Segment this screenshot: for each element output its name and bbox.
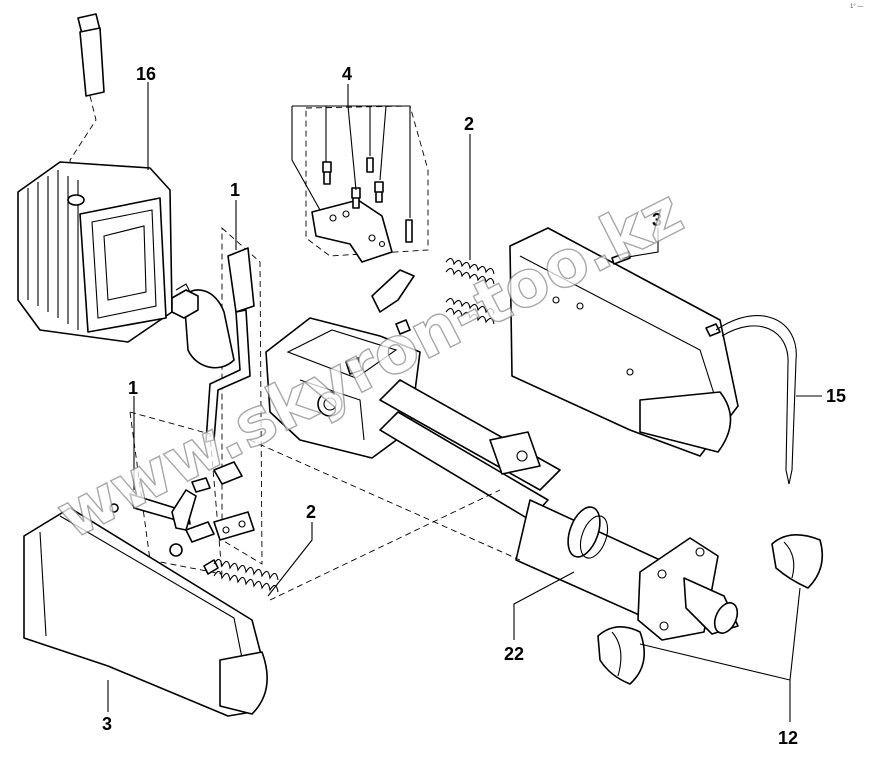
callout-labels: 16 4 2 3 1 1 15 2 22 3 12 1° — (102, 4, 863, 748)
detent-plate-part (305, 105, 429, 335)
cover-upper-right-part (509, 227, 739, 457)
callout-1-lever: 1 (230, 180, 240, 200)
spring-upper-part (445, 257, 495, 325)
rubber-boot-part (17, 13, 173, 343)
callout-2-upper: 2 (464, 114, 474, 134)
callout-2-lower: 2 (306, 502, 316, 522)
gearbox-housing-part (171, 289, 739, 641)
linkage-plate-part (109, 411, 255, 575)
callout-4: 4 (342, 64, 352, 84)
callout-3-lower: 3 (102, 714, 112, 734)
callout-3-upper: 3 (652, 210, 662, 230)
leader-lines (107, 82, 822, 722)
callout-1-linkage: 1 (128, 378, 138, 398)
cover-lower-left-part (23, 507, 268, 717)
spring-lower-part (203, 558, 279, 593)
corner-mark: 1° — (850, 4, 863, 10)
callout-22: 22 (504, 644, 524, 664)
cable-tie-part (705, 315, 797, 485)
callout-12: 12 (778, 728, 798, 748)
callout-15: 15 (826, 386, 846, 406)
bushing-part (597, 534, 824, 685)
callout-16: 16 (136, 64, 156, 84)
